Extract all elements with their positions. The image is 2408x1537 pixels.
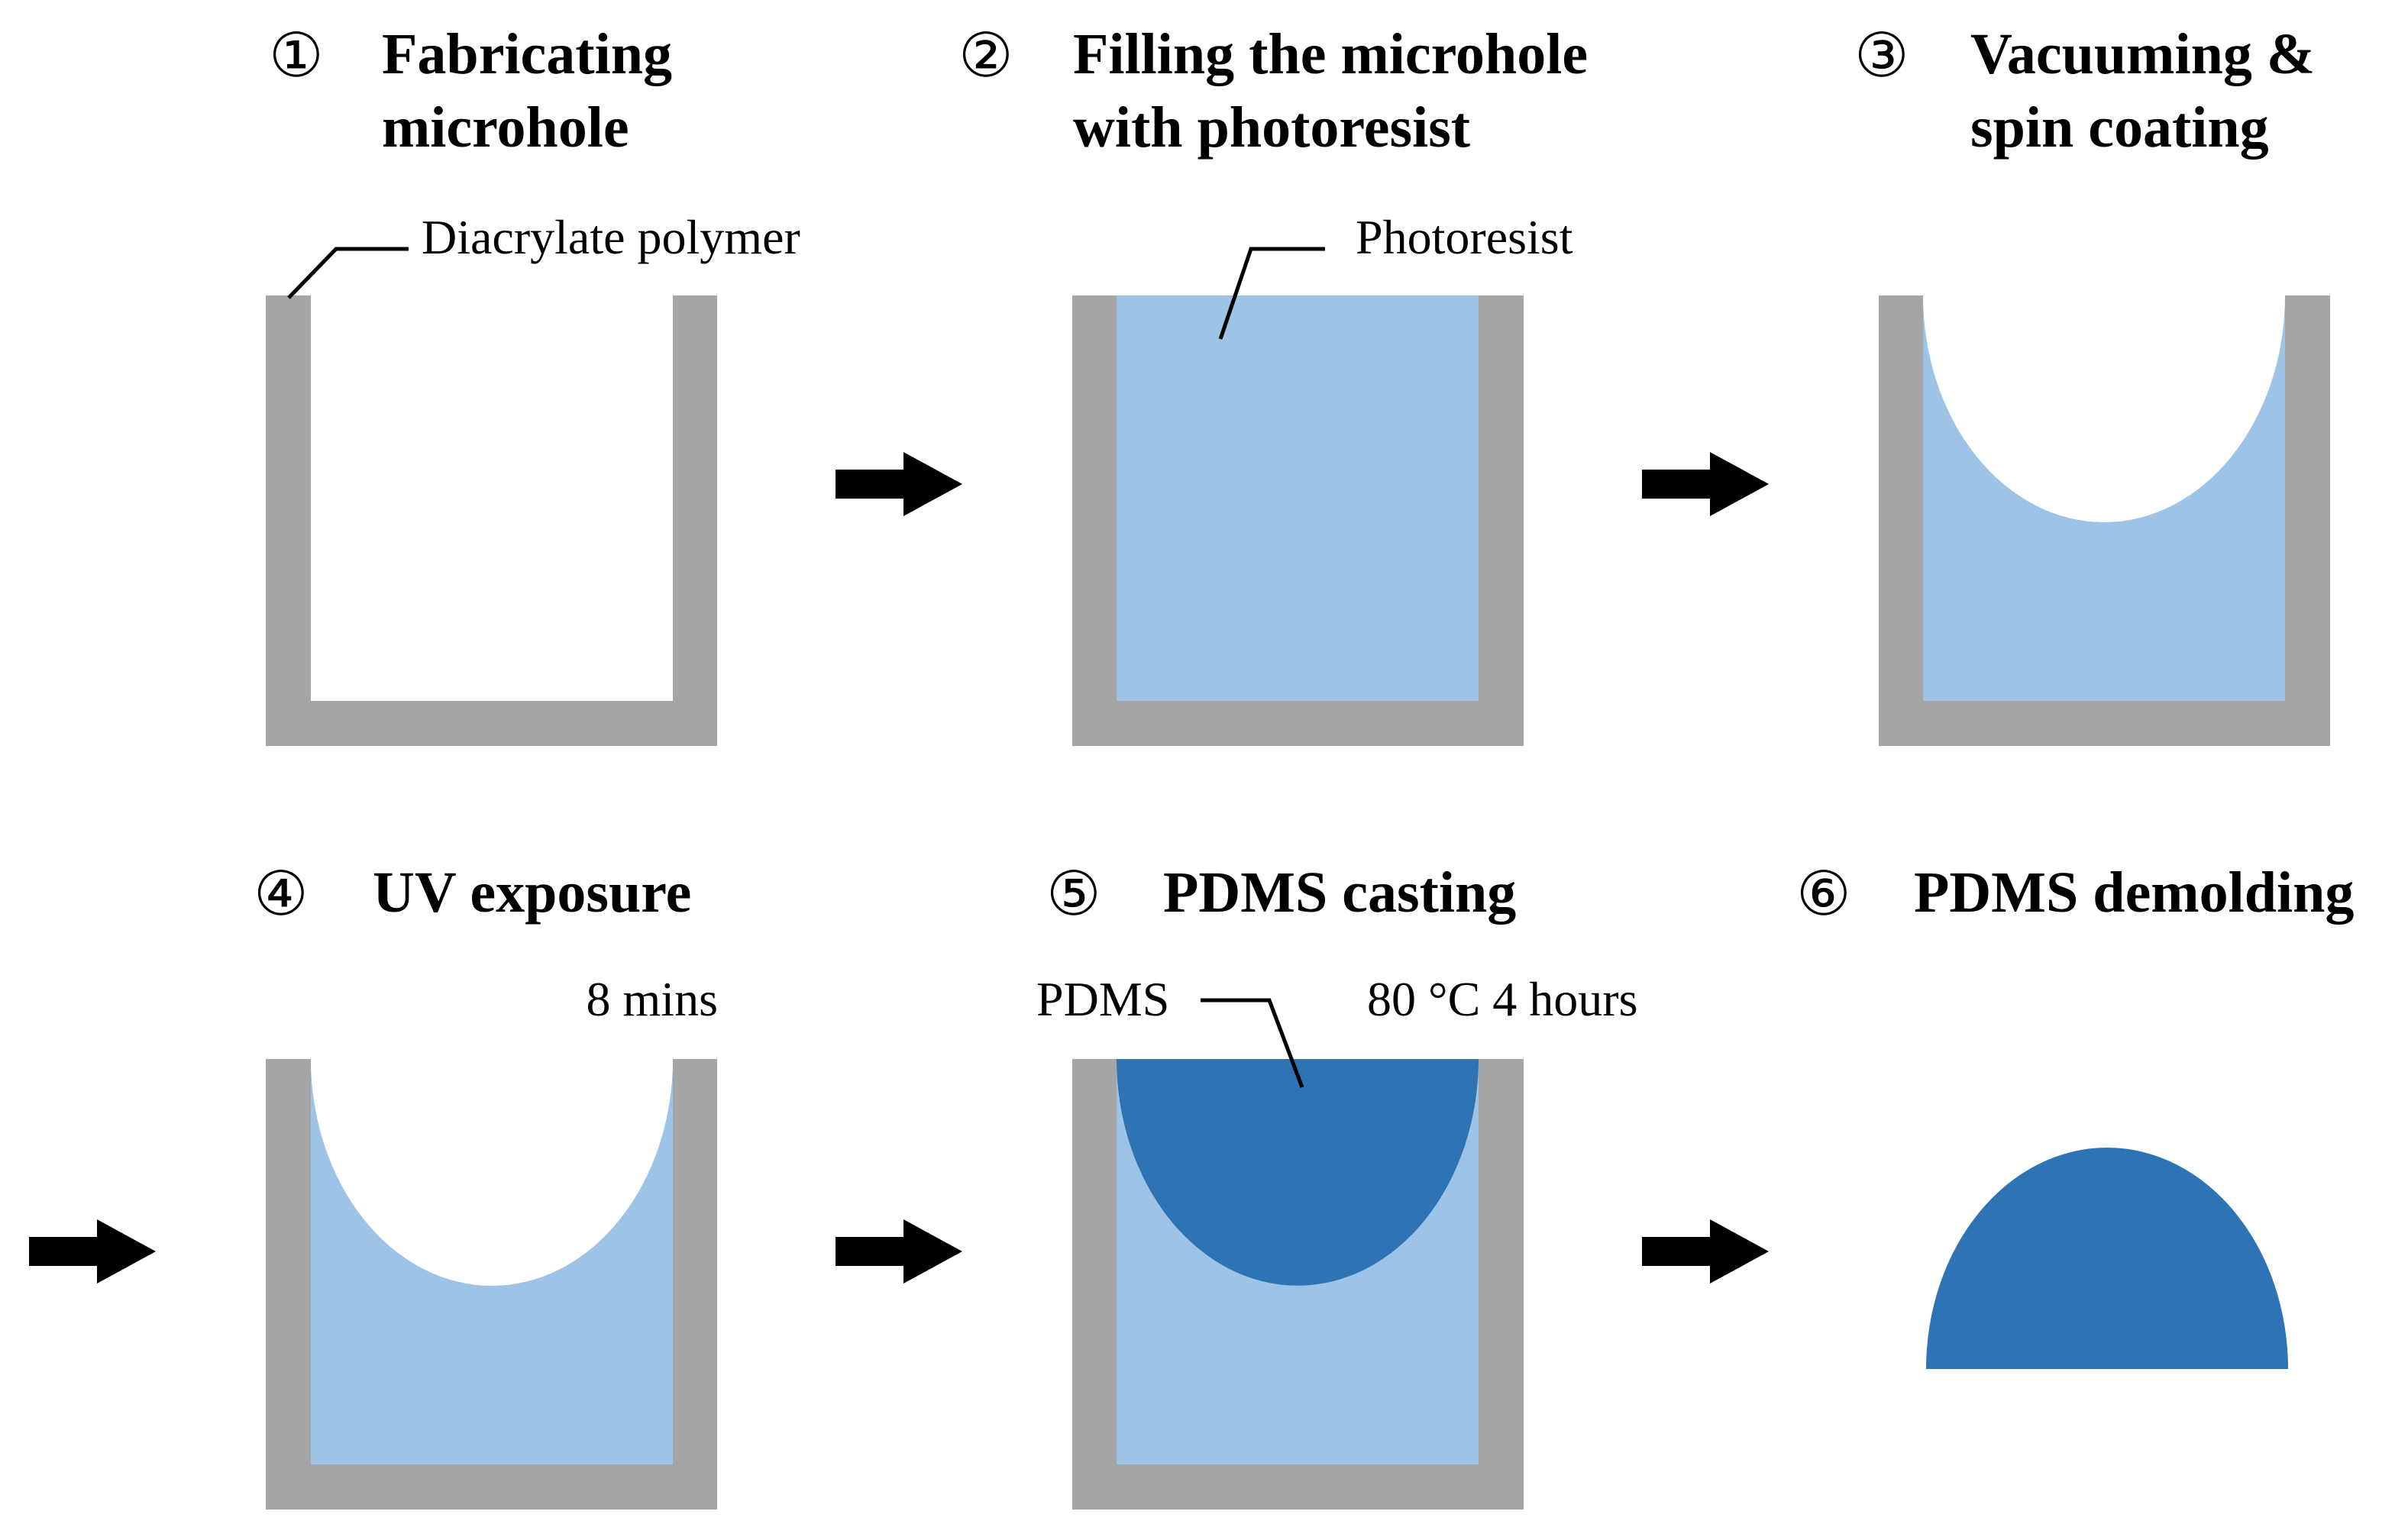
- right-arrow-icon: [836, 452, 962, 516]
- microhole-wall: [1072, 1059, 1524, 1510]
- step-6-title: PDMS demolding: [1914, 861, 2354, 925]
- right-arrow-icon: [29, 1219, 156, 1284]
- microhole-wall: [266, 1059, 717, 1510]
- microhole-wall: [1879, 295, 2330, 746]
- step-2-number: ②: [958, 23, 1013, 90]
- step-5: ⑤ PDMS casting PDMS 80 °C 4 hours: [1036, 861, 1638, 1510]
- step-2-title-line-1: Filling the microhole: [1073, 22, 1588, 86]
- step-4-title: UV exposure: [373, 861, 691, 925]
- pdms-label: PDMS: [1036, 972, 1169, 1026]
- right-arrow-icon: [836, 1219, 962, 1284]
- photoresist-meniscus: [311, 1059, 673, 1464]
- step-1-title-line-2: microhole: [382, 95, 629, 160]
- cure-condition-label: 80 °C 4 hours: [1367, 972, 1638, 1026]
- step-1: ① Fabricating microhole Diacrylate polym…: [266, 22, 800, 746]
- step-6: ⑥ PDMS demolding: [1796, 861, 2354, 1369]
- uv-time-label: 8 mins: [587, 972, 718, 1026]
- photoresist-label: Photoresist: [1356, 210, 1573, 264]
- pdms-leader-line: [1201, 998, 1304, 1088]
- diacrylate-leader-line: [287, 247, 409, 299]
- diacrylate-polymer-label: Diacrylate polymer: [422, 210, 800, 264]
- step-5-title: PDMS casting: [1163, 861, 1516, 925]
- step-3-number: ③: [1854, 23, 1909, 90]
- photoresist-meniscus: [1923, 295, 2285, 701]
- step-4-number: ④: [254, 861, 309, 928]
- pdms-lens: [1926, 1148, 2288, 1369]
- step-3-title-line-1: Vacuuming &: [1970, 22, 2315, 86]
- microhole-wall: [1072, 295, 1524, 746]
- microhole-wall: [266, 295, 717, 746]
- pdms-cast: [1117, 1059, 1479, 1286]
- right-arrow-icon: [1642, 1219, 1769, 1284]
- step-6-number: ⑥: [1796, 861, 1851, 928]
- step-1-title-line-1: Fabricating: [382, 22, 672, 86]
- step-3: ③ Vacuuming & spin coating: [1854, 22, 2330, 746]
- photoresist-fill: [1117, 295, 1479, 701]
- arrows: [29, 452, 1769, 1284]
- step-2: ② Filling the microhole with photoresist…: [958, 22, 1588, 746]
- right-arrow-icon: [1642, 452, 1769, 516]
- step-3-title-line-2: spin coating: [1970, 95, 2269, 160]
- photoresist-leader-line: [1218, 247, 1325, 340]
- step-5-number: ⑤: [1046, 861, 1101, 928]
- step-4: ④ UV exposure 8 mins: [254, 861, 718, 1510]
- step-1-number: ①: [269, 23, 324, 90]
- step-2-title-line-2: with photoresist: [1073, 95, 1470, 160]
